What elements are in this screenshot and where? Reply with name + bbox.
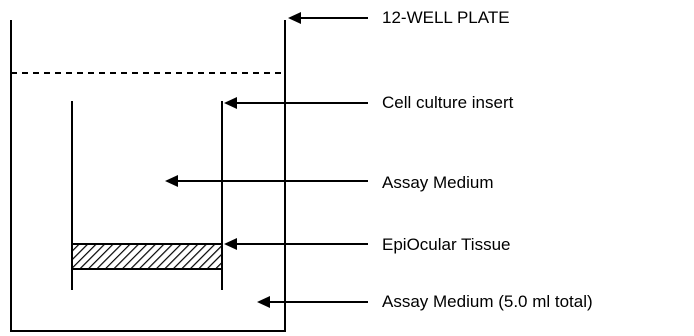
tissue-layer <box>71 243 223 270</box>
medium-inner-arrow <box>165 175 368 187</box>
tissue-label: EpiOcular Tissue <box>382 235 511 254</box>
insert-arrow <box>224 97 368 109</box>
plate-arrow <box>288 12 368 24</box>
medium-outer-label: Assay Medium (5.0 ml total) <box>382 292 593 311</box>
medium-outer-arrow <box>257 296 368 308</box>
plate-label: 12-WELL PLATE <box>382 8 510 27</box>
insert-label: Cell culture insert <box>382 93 514 112</box>
tissue-arrow <box>224 238 368 250</box>
well-outline <box>10 20 286 332</box>
medium-inner-label: Assay Medium <box>382 173 494 192</box>
